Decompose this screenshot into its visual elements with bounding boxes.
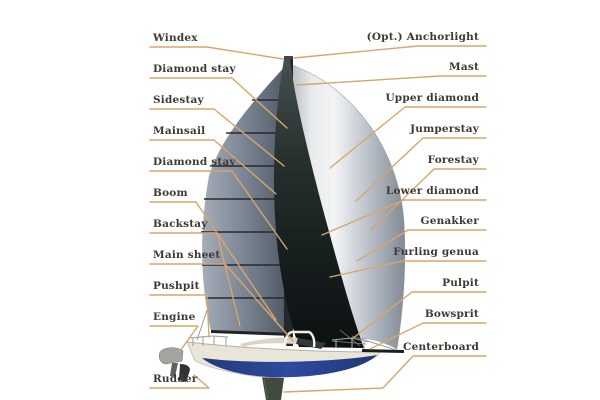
- label-lower-diamond: Lower diamond: [385, 184, 479, 197]
- leader-line-genakker: [356, 229, 487, 262]
- label-furling-genua: Furling genua: [393, 245, 479, 258]
- rudder: [179, 364, 190, 382]
- sheer-line: [186, 341, 382, 353]
- label-backstay: Backstay: [153, 217, 208, 230]
- leader-line-mainsail: [149, 139, 277, 195]
- label-forestay: Forestay: [427, 153, 479, 166]
- leader-line-rudder: [149, 374, 210, 389]
- leader-line-sidestay: [149, 108, 285, 167]
- label-mast: Mast: [449, 60, 479, 73]
- label-mainsail: Mainsail: [153, 124, 206, 137]
- mainsheet-arch: [283, 330, 316, 348]
- windshield: [296, 338, 326, 349]
- hull-bottom-antifouling: [202, 355, 377, 378]
- label-upper-diamond: Upper diamond: [385, 91, 479, 104]
- transom-edge: [186, 341, 196, 362]
- bowsprit: [362, 349, 404, 353]
- cabin-roof: [240, 337, 298, 347]
- leader-line-boom: [149, 201, 277, 321]
- label-diamond-stay: Diamond stay: [153, 155, 236, 168]
- label-sidestay: Sidestay: [153, 93, 204, 106]
- boom: [211, 330, 293, 336]
- leader-line-backstay: [149, 232, 241, 327]
- leader-line-jumperstay: [355, 137, 487, 202]
- pulpit-railing: [331, 337, 369, 350]
- engine: [158, 347, 184, 365]
- leader-line-pushpit: [149, 294, 210, 338]
- label-rudder: Rudder: [153, 372, 198, 385]
- label-centerboard: Centerboard: [403, 340, 479, 353]
- leader-line-main-sheet: [149, 263, 294, 342]
- leader-line-mast: [296, 75, 487, 86]
- leader-line-pulpit: [351, 291, 487, 340]
- masthead-cap: [284, 56, 293, 59]
- leader-line-diamond-stay: [149, 170, 288, 250]
- label-bowsprit: Bowsprit: [424, 307, 479, 320]
- leader-line-lower-diamond: [321, 199, 487, 236]
- leader-lines-group: [149, 45, 487, 393]
- engine-lower-unit: [170, 363, 178, 377]
- label-diamond-stay: Diamond stay: [153, 62, 236, 75]
- leader-line-engine: [149, 325, 199, 352]
- pushpit-railing: [189, 335, 229, 346]
- leader-line-opt-anchorlight: [293, 45, 487, 59]
- mainsail: [202, 62, 290, 334]
- leader-line-diamond-stay: [149, 77, 288, 129]
- label-genakker: Genakker: [420, 214, 479, 227]
- leader-line-bowsprit: [369, 322, 487, 350]
- label-windex: Windex: [153, 31, 198, 44]
- label-engine: Engine: [153, 310, 196, 323]
- leader-line-furling-genua: [329, 260, 487, 278]
- label-main-sheet: Main sheet: [153, 248, 221, 261]
- leader-line-forestay: [370, 168, 487, 231]
- label-pulpit: Pulpit: [442, 276, 479, 289]
- furling-genua-sail: [273, 59, 364, 348]
- label-jumperstay: Jumperstay: [410, 122, 479, 135]
- centerboard-highlight: [263, 378, 269, 400]
- label-opt-anchorlight: (Opt.) Anchorlight: [366, 30, 479, 43]
- label-boom: Boom: [153, 186, 188, 199]
- leader-line-upper-diamond: [329, 106, 487, 169]
- leader-line-windex: [149, 46, 284, 60]
- label-pushpit: Pushpit: [153, 279, 200, 292]
- centerboard-fin: [262, 377, 284, 400]
- leader-line-centerboard: [283, 355, 487, 393]
- mainsail-battens: [201, 99, 290, 299]
